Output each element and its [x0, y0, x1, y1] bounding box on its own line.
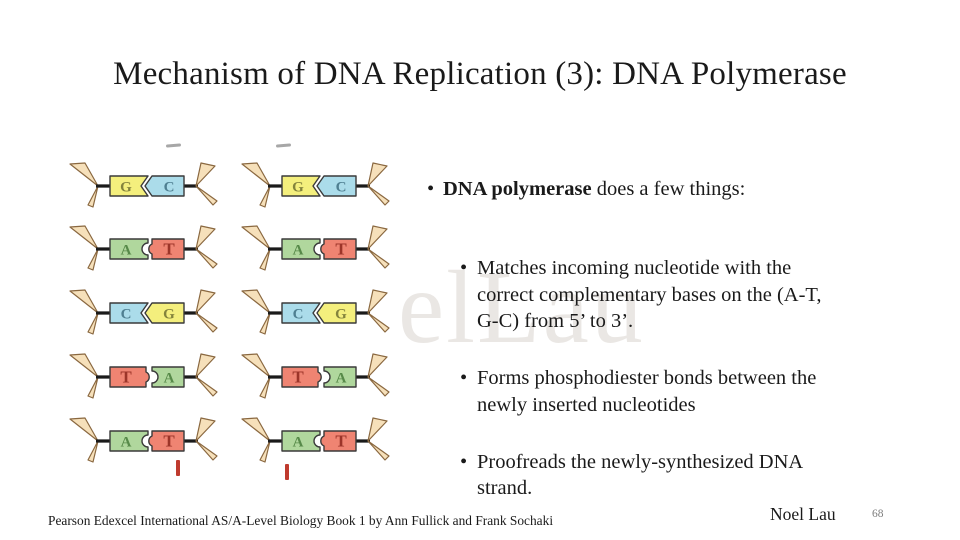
bullet-marker: •: [460, 450, 468, 473]
svg-text:T: T: [163, 240, 175, 259]
page-number: 68: [872, 508, 884, 520]
svg-text:A: A: [121, 243, 132, 259]
author-name: Noel Lau: [770, 504, 836, 524]
svg-text:C: C: [164, 180, 175, 196]
svg-text:C: C: [336, 180, 347, 196]
nucleotide-pair-TA-col2-row4: T A: [240, 347, 400, 407]
sub-bullet-3-text: Proofreads the newly-synthesized DNA str…: [477, 450, 804, 500]
main-bullet-bold: DNA polymerase: [443, 177, 592, 200]
main-bullet: • DNA polymerase does a few things:: [427, 176, 913, 203]
svg-text:G: G: [335, 307, 347, 323]
svg-text:T: T: [292, 368, 304, 387]
slide-title: Mechanism of DNA Replication (3): DNA Po…: [113, 56, 847, 92]
sub-bullet-2-text: Forms phosphodiester bonds between the n…: [477, 367, 817, 416]
crop-dash-right: [275, 143, 292, 148]
main-bullet-rest: does a few things:: [591, 177, 746, 200]
source-citation: Pearson Edexcel International AS/A-Level…: [48, 513, 554, 528]
crop-dash-left: [165, 143, 182, 148]
nucleotide-pair-AT-col1-row5: A T: [68, 411, 228, 471]
nucleotide-pair-AT-col1-row2: A T: [68, 219, 228, 279]
svg-text:A: A: [121, 435, 132, 451]
nucleotide-pair-CG-col2-row3: C G: [240, 283, 400, 343]
svg-text:T: T: [120, 368, 132, 387]
sub-bullet-1-text: Matches incoming nucleotide with the cor…: [477, 257, 822, 332]
svg-text:A: A: [293, 243, 304, 259]
bullet-marker: •: [460, 257, 468, 279]
bullet-list: • DNA polymerase does a few things: • Matc…: [427, 149, 913, 540]
svg-text:G: G: [120, 180, 132, 196]
svg-text:T: T: [335, 432, 347, 451]
red-tick-left: [176, 460, 180, 476]
svg-text:T: T: [163, 432, 175, 451]
sub-bullet-2: • Forms phosphodiester bonds between the …: [460, 365, 913, 418]
nucleotide-pair-TA-col1-row4: T A: [68, 347, 228, 407]
svg-text:A: A: [293, 435, 304, 451]
bullet-marker: •: [460, 367, 468, 389]
nucleotide-pair-GC-col1-row1: G C: [68, 156, 228, 216]
nucleotide-pair-AT-col2-row2: A T: [240, 219, 400, 279]
svg-text:G: G: [292, 180, 304, 196]
svg-text:G: G: [163, 307, 175, 323]
svg-text:C: C: [293, 307, 304, 323]
nucleotide-pair-GC-col2-row1: G C: [240, 156, 400, 216]
nucleotide-pair-AT-col2-row5: A T: [240, 411, 400, 471]
sub-bullet-list: • Matches incoming nucleotide with the co…: [460, 229, 913, 533]
svg-text:A: A: [164, 371, 175, 387]
svg-text:A: A: [336, 371, 347, 387]
sub-bullet-1: • Matches incoming nucleotide with the co…: [460, 255, 913, 335]
red-tick-right: [285, 464, 289, 480]
svg-text:C: C: [121, 307, 132, 323]
nucleotide-pair-CG-col1-row3: C G: [68, 283, 228, 343]
sub-bullet-3: • Proofreads the newly-synthesized DNA st…: [460, 449, 913, 502]
svg-text:T: T: [335, 240, 347, 259]
bullet-marker: •: [427, 177, 435, 200]
